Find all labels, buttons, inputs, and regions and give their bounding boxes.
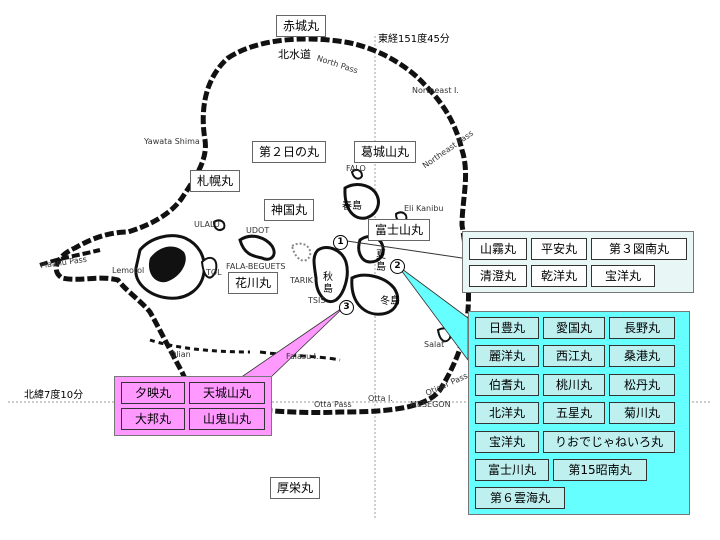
- ship-hanakawa-maru: 花川丸: [228, 272, 279, 294]
- panel2-ship: 桑港丸: [609, 345, 675, 367]
- ship-fujisan-maru: 富士山丸: [368, 219, 431, 241]
- label-falasu: Falasu I.: [286, 352, 319, 361]
- label-lemotol: Lemotol: [112, 266, 145, 275]
- label-ulalu: ULALU: [194, 220, 220, 229]
- panel2-ship: 桃川丸: [543, 374, 605, 396]
- panel2-ship: 第６雲海丸: [475, 487, 565, 509]
- ship-katsuragisan-maru: 葛城山丸: [354, 141, 417, 163]
- label-olian: Olian: [170, 350, 191, 359]
- ship-kosei-maru: 厚栄丸: [270, 477, 321, 499]
- label-tol: TOL: [206, 268, 222, 277]
- panel2-ship: 愛国丸: [543, 317, 605, 339]
- ulalu-island: [212, 219, 226, 231]
- panel2-ship: 北洋丸: [475, 402, 539, 424]
- label-natsu-shima: 夏島: [376, 250, 386, 273]
- label-northeast-island: Northeast I.: [412, 86, 459, 95]
- marker-3: 3: [339, 300, 354, 315]
- label-tsis: TSIS: [308, 296, 326, 305]
- label-udot: UDOT: [246, 226, 270, 235]
- callout-wedge-3: [238, 305, 346, 379]
- latitude-label: 北緯7度10分: [24, 390, 84, 401]
- label-otta-island: Otta I.: [368, 394, 393, 403]
- label-salat: Salat: [424, 340, 445, 349]
- south-reef: [259, 350, 341, 362]
- panel2-ship: りおでじゃねいろ丸: [543, 431, 675, 453]
- panel2-ship: 第15昭南丸: [553, 459, 647, 481]
- udot-island: [238, 234, 276, 261]
- panel3-ship: 夕映丸: [121, 382, 185, 404]
- west-reef-spur: [39, 248, 101, 267]
- fuyu-shima: [350, 273, 399, 316]
- inner-reef: [149, 338, 251, 354]
- panel2-ship: 松丹丸: [609, 374, 675, 396]
- tol-east: [200, 256, 218, 279]
- label-tarik: TARIK: [290, 276, 313, 285]
- ship-dai2hinomaru: 第２日の丸: [252, 141, 327, 163]
- label-fala-beguets: FALA-BEGUETS: [226, 262, 286, 271]
- ship-akagi-maru: 赤城丸: [276, 15, 327, 37]
- falo-island: [350, 168, 364, 180]
- panel1-ship: 清澄丸: [469, 265, 527, 287]
- ship-shinkoku-maru: 神国丸: [264, 199, 315, 221]
- panel2-ship: 菊川丸: [609, 402, 675, 424]
- panel2-ship: 麗洋丸: [475, 345, 539, 367]
- panel1-ship: 宝洋丸: [591, 265, 655, 287]
- panel3-ship: 大邦丸: [121, 408, 185, 430]
- panel2-ship: 伯耆丸: [475, 374, 539, 396]
- panel-site-3: 夕映丸 天城山丸 大邦丸 山鬼山丸: [114, 376, 272, 436]
- panel1-ship: 山霧丸: [469, 238, 527, 260]
- label-fuyu-shima: 冬島: [380, 296, 400, 307]
- panel2-ship: 五星丸: [543, 402, 605, 424]
- panel1-ship: 乾洋丸: [531, 265, 587, 287]
- label-otta-pass: Otta Pass: [314, 400, 352, 409]
- label-yawata-shima: Yawata Shima: [144, 137, 200, 146]
- aki-shima: [312, 246, 349, 303]
- label-aki-shima: 秋島: [323, 272, 333, 295]
- panel3-ship: 山鬼山丸: [189, 408, 265, 430]
- label-haru-shima: 春島: [342, 201, 362, 212]
- marker-1: 1: [333, 235, 348, 250]
- panel2-ship: 西江丸: [543, 345, 605, 367]
- haru-shima: [343, 183, 380, 220]
- tol-interior: [148, 246, 186, 283]
- longitude-label: 東経151度45分: [378, 34, 450, 45]
- panel-site-2: 日豊丸 愛国丸 長野丸 麗洋丸 西江丸 桑港丸 伯耆丸 桃川丸 松丹丸 北洋丸 …: [468, 311, 690, 515]
- panel1-ship: 第３図南丸: [591, 238, 687, 260]
- label-mesegon: MESEGON: [410, 400, 451, 409]
- label-eli-kanibu: Eli Kanibu: [404, 204, 444, 213]
- tarik-island: [290, 242, 312, 262]
- panel3-ship: 天城山丸: [189, 382, 265, 404]
- panel1-ship: 平安丸: [531, 238, 587, 260]
- panel2-ship: 日豊丸: [475, 317, 539, 339]
- panel2-ship: 宝洋丸: [475, 431, 539, 453]
- panel-site-1: 山霧丸 平安丸 第３図南丸 清澄丸 乾洋丸 宝洋丸: [462, 231, 694, 293]
- ship-sapporo-maru: 札幌丸: [190, 170, 241, 192]
- panel2-ship: 長野丸: [609, 317, 675, 339]
- label-falo: FALO: [346, 164, 366, 173]
- panel2-ship: 富士川丸: [475, 459, 549, 481]
- callout-line-1: [346, 240, 463, 259]
- marker-2: 2: [390, 259, 405, 274]
- label-kitasuido: 北水道: [278, 48, 311, 61]
